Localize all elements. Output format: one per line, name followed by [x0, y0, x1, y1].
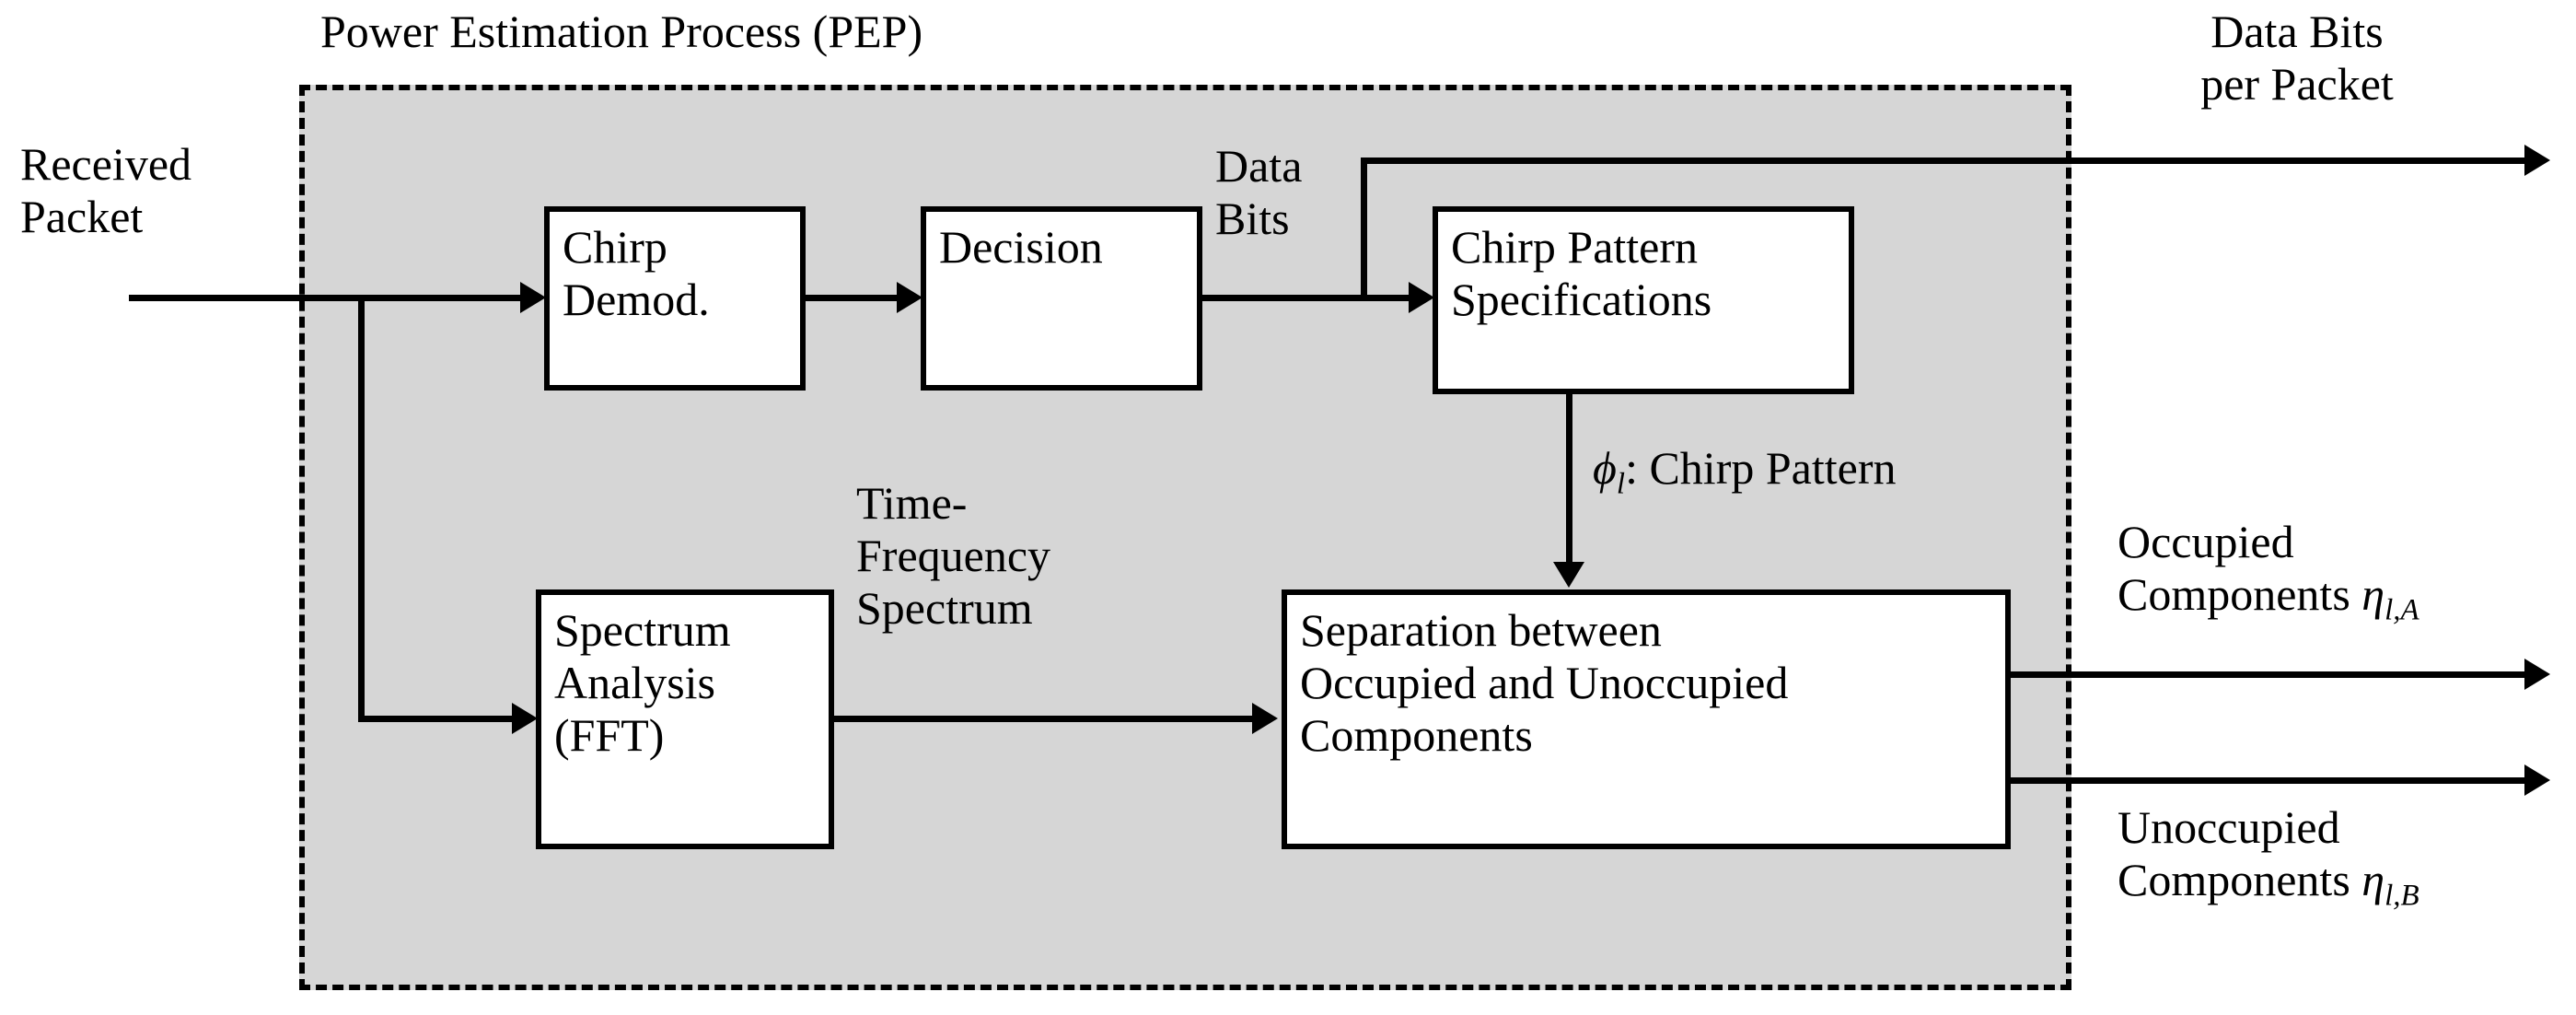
box-decision[interactable]: Decision — [921, 206, 1202, 391]
box-chirp-pattern-line1: Chirp Pattern — [1451, 221, 1699, 273]
label-phi-suffix: : Chirp Pattern — [1625, 442, 1897, 494]
connector-chirp-pattern-to-separation — [1566, 394, 1572, 565]
connector-decision-to-chirp-pattern — [1202, 295, 1414, 301]
label-data-bits-per-packet-line1: Data Bits — [2210, 6, 2384, 57]
box-chirp-pattern-specifications[interactable]: Chirp Pattern Specifications — [1433, 206, 1854, 394]
label-data-bits-per-packet-line2: per Packet — [2200, 58, 2394, 110]
label-occupied-components: Occupied Components ηl,A — [2118, 516, 2419, 628]
arrowhead-separation-left-input — [1252, 703, 1278, 734]
label-data-bits-line1: Data — [1215, 140, 1303, 192]
box-spectrum-line3: (FFT) — [554, 709, 665, 761]
box-spectrum-line2: Analysis — [554, 657, 715, 708]
label-data-bits-line2: Bits — [1215, 192, 1290, 244]
label-data-bits: Data Bits — [1215, 140, 1302, 245]
connector-occupied-components-output — [2011, 671, 2532, 678]
connector-spectrum-to-separation — [834, 716, 1258, 722]
label-occupied-line2-wrap: Components ηl,A — [2118, 568, 2419, 628]
connector-received-to-chirp-demod — [129, 295, 528, 301]
box-decision-line1: Decision — [939, 221, 1103, 273]
label-data-bits-per-packet: Data Bits per Packet — [2145, 6, 2449, 111]
arrowhead-spectrum-input — [512, 703, 538, 734]
label-phi-chirp-pattern: ϕl: Chirp Pattern — [1593, 442, 1896, 502]
label-occupied-line1: Occupied — [2118, 516, 2294, 567]
connector-branch-down-to-spectrum — [358, 298, 365, 718]
box-separation-line3: Components — [1300, 709, 1533, 761]
label-occupied-eta-subscript: l,A — [2385, 593, 2419, 627]
arrowhead-data-bits-per-packet-output — [2524, 145, 2550, 176]
label-time-frequency-spectrum: Time- Frequency Spectrum — [856, 477, 1050, 635]
label-unoccupied-line2: Components — [2118, 854, 2362, 905]
connector-data-bits-per-packet — [1361, 158, 2532, 164]
label-unoccupied-line2-wrap: Components ηl,B — [2118, 854, 2419, 914]
label-time-frequency-line1: Time- — [856, 477, 968, 529]
label-time-frequency-line3: Spectrum — [856, 582, 1033, 634]
arrowhead-chirp-demod-input — [520, 282, 546, 313]
label-unoccupied-components: Unoccupied Components ηl,B — [2118, 801, 2419, 914]
label-unoccupied-line1: Unoccupied — [2118, 801, 2340, 853]
label-phi-symbol: ϕ — [1593, 442, 1617, 494]
arrowhead-chirp-pattern-input — [1409, 282, 1434, 313]
label-received-packet-line2: Packet — [20, 191, 144, 242]
box-chirp-demod-line1: Chirp — [563, 221, 667, 273]
connector-unoccupied-components-output — [2011, 777, 2532, 784]
connector-chirp-demod-to-decision — [806, 295, 902, 301]
arrowhead-unoccupied-components-output — [2524, 764, 2550, 796]
label-occupied-line2: Components — [2118, 568, 2362, 620]
arrowhead-separation-top-input — [1553, 562, 1584, 588]
box-separation-occupied-unoccupied[interactable]: Separation between Occupied and Unoccupi… — [1282, 589, 2011, 849]
box-separation-line1: Separation between — [1300, 604, 1662, 656]
connector-branch-right-to-spectrum — [358, 716, 519, 722]
arrowhead-decision-input — [897, 282, 922, 313]
box-chirp-pattern-line2: Specifications — [1451, 274, 1712, 325]
label-phi-subscript: l — [1616, 467, 1626, 501]
box-spectrum-analysis[interactable]: Spectrum Analysis (FFT) — [536, 589, 834, 849]
label-occupied-eta: η — [2361, 568, 2385, 620]
arrowhead-occupied-components-output — [2524, 659, 2550, 690]
box-separation-line2: Occupied and Unoccupied — [1300, 657, 1789, 708]
label-received-packet-line1: Received — [20, 138, 192, 190]
box-spectrum-line1: Spectrum — [554, 604, 731, 656]
label-received-packet: Received Packet — [20, 138, 191, 243]
box-chirp-demod-line2: Demod. — [563, 274, 710, 325]
connector-data-bits-riser — [1361, 160, 1367, 300]
label-unoccupied-eta-subscript: l,B — [2385, 879, 2419, 913]
pep-title: Power Estimation Process (PEP) — [320, 6, 923, 57]
label-time-frequency-line2: Frequency — [856, 530, 1051, 581]
label-unoccupied-eta: η — [2361, 854, 2385, 905]
box-chirp-demod[interactable]: Chirp Demod. — [544, 206, 806, 391]
